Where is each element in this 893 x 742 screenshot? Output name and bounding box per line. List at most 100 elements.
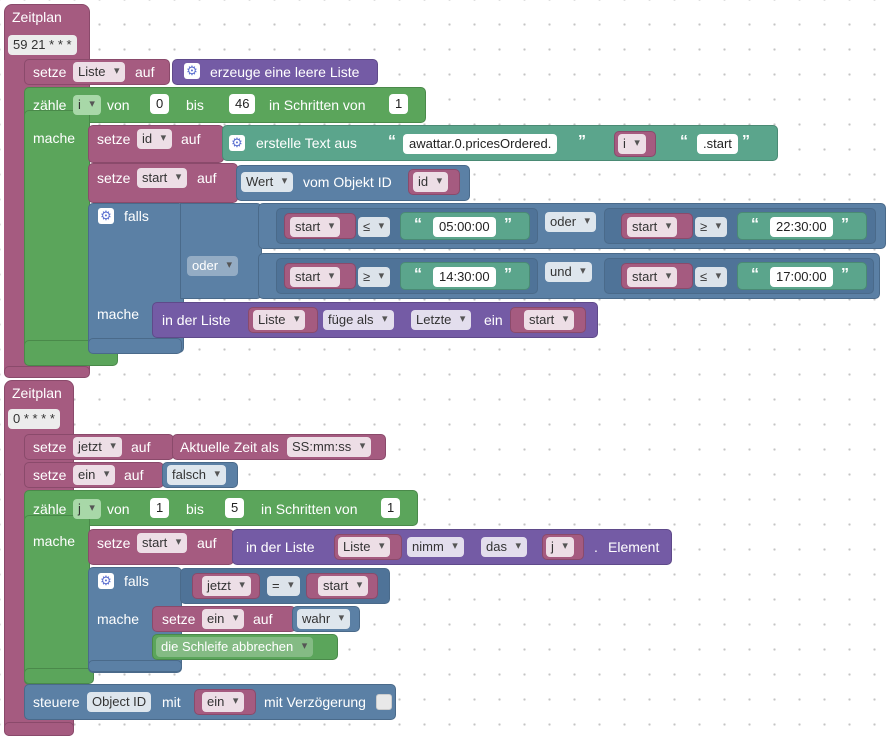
time-format-dropdown[interactable]: SS:mm:ss [287,437,372,457]
quote-open-icon: “ [751,216,759,233]
variable-dropdown[interactable]: ein [202,692,245,712]
boolean-dropdown[interactable]: falsch [167,465,226,485]
boolean-dropdown[interactable]: wahr [297,609,351,629]
variable-dropdown[interactable]: Liste [253,310,306,330]
zaehle-label: zähle [33,97,67,113]
variable-dropdown[interactable]: start [137,168,188,188]
variable-dropdown[interactable]: ein [73,465,116,485]
variable-dropdown[interactable]: start [627,217,678,237]
variable-dropdown[interactable]: start [524,310,575,330]
quote-close-icon: ” [742,133,750,150]
create-text-label: erstelle Text aus [256,135,357,151]
text-string[interactable]: 05:00:00 [433,217,496,237]
setze-label: setze [97,131,131,147]
object-id-field[interactable]: Object ID [87,692,152,712]
quote-open-icon: “ [680,133,688,150]
variable-dropdown[interactable]: id [413,172,449,192]
variable-dropdown[interactable]: i [618,134,646,154]
flow-control-dropdown[interactable]: die Schleife abbrechen [156,637,314,657]
quote-close-icon: ” [578,133,586,150]
auf-label: auf [135,64,155,80]
cron-field[interactable]: 59 21 * * * [8,35,77,55]
step-number[interactable]: 1 [381,498,401,518]
ein-label: ein [484,312,503,328]
where-dropdown[interactable]: Letzte [411,310,472,330]
mit-label: mit [162,694,181,710]
quote-close-icon: ” [504,266,512,283]
text-string[interactable]: 14:30:00 [433,267,496,287]
setze-label: setze [33,439,67,455]
variable-dropdown[interactable]: ein [202,609,245,629]
falls-label: falls [124,573,149,589]
gear-icon[interactable]: ⚙ [98,573,114,589]
in-list-label: in der Liste [162,312,231,328]
gear-icon[interactable]: ⚙ [98,208,114,224]
variable-dropdown[interactable]: start [627,267,678,287]
in-list-label: in der Liste [246,539,315,555]
object-id-label: vom Objekt ID [303,174,392,190]
text-string[interactable]: awattar.0.pricesOrdered. [403,134,558,154]
create-list-label: erzeuge eine leere Liste [210,64,360,80]
operator-dropdown[interactable]: ≤ [695,267,728,287]
point-label: . [594,539,598,555]
variable-dropdown[interactable]: id [137,129,173,149]
von-label: von [107,501,130,517]
schedule-title: Zeitplan [12,385,62,401]
count-loop-foot [24,668,94,684]
create-empty-list-block[interactable] [172,59,378,85]
text-string[interactable]: .start [697,134,738,154]
setze-label: setze [97,535,131,551]
variable-dropdown[interactable]: jetzt [202,576,251,596]
step-label: in Schritten von [269,97,366,113]
logic-operator-dropdown[interactable]: und [545,262,592,282]
gear-icon[interactable]: ⚙ [184,63,200,79]
count-loop-body [24,110,90,360]
variable-dropdown[interactable]: Liste [73,62,126,82]
loop-variable-dropdown[interactable]: i [73,95,101,115]
variable-dropdown[interactable]: start [137,533,188,553]
setze-label: setze [162,611,196,627]
auf-label: auf [197,535,217,551]
cron-field[interactable]: 0 * * * * [8,409,60,429]
quote-close-icon: ” [841,216,849,233]
from-number[interactable]: 1 [150,498,170,518]
step-number[interactable]: 1 [389,94,409,114]
operator-dropdown[interactable]: ≥ [695,217,728,237]
variable-dropdown[interactable]: Liste [338,537,391,557]
schedule-foot [4,722,74,736]
element-label: Element [608,539,660,555]
text-string[interactable]: 17:00:00 [770,267,833,287]
quote-open-icon: “ [751,266,759,283]
where-dropdown[interactable]: das [481,537,527,557]
quote-close-icon: ” [504,216,512,233]
variable-dropdown[interactable]: start [290,217,341,237]
auf-label: auf [131,439,151,455]
mode-dropdown[interactable]: füge als [323,310,394,330]
step-label: in Schritten von [261,501,358,517]
variable-dropdown[interactable]: start [290,267,341,287]
attribute-dropdown[interactable]: Wert [241,172,294,192]
operator-dropdown[interactable]: ≥ [358,267,391,287]
if-foot [88,660,182,672]
variable-dropdown[interactable]: start [318,576,369,596]
variable-dropdown[interactable]: j [546,537,574,557]
to-number[interactable]: 46 [229,94,256,114]
operator-dropdown[interactable]: ≤ [358,217,391,237]
auf-label: auf [181,131,201,147]
loop-variable-dropdown[interactable]: j [73,499,101,519]
bis-label: bis [186,97,204,113]
delay-checkbox[interactable] [376,694,392,710]
mode-dropdown[interactable]: nimm [407,537,464,557]
text-string[interactable]: 22:30:00 [770,217,833,237]
operator-dropdown[interactable]: = [267,576,300,596]
from-number[interactable]: 0 [150,94,170,114]
to-number[interactable]: 5 [225,498,245,518]
schedule-title: Zeitplan [12,9,62,25]
logic-operator-dropdown[interactable]: oder [187,256,239,276]
logic-operator-dropdown[interactable]: oder [545,212,597,232]
mache-label: mache [33,533,76,549]
gear-icon[interactable]: ⚙ [229,135,245,151]
variable-dropdown[interactable]: jetzt [73,437,122,457]
quote-open-icon: “ [388,133,396,150]
von-label: von [107,97,130,113]
